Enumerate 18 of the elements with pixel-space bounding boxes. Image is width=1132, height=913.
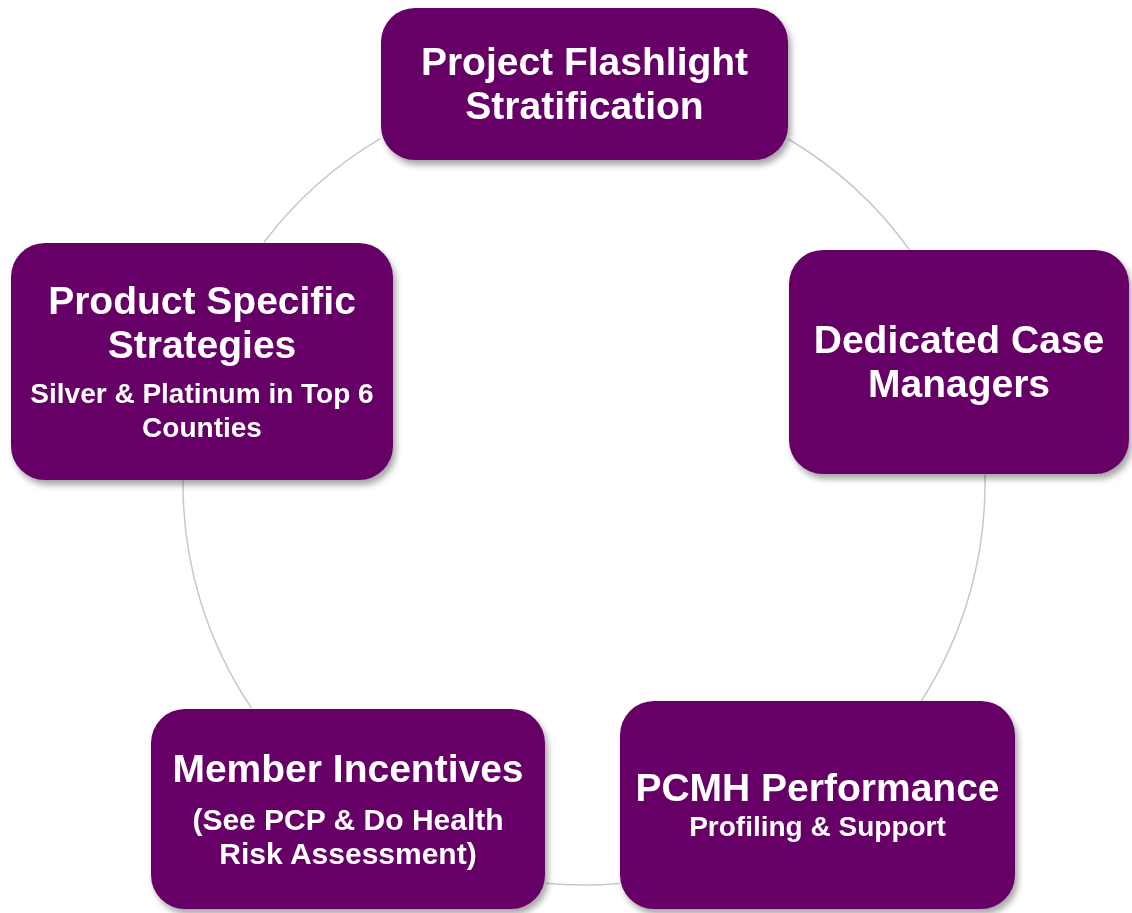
connector-line (263, 137, 382, 244)
connector-line (787, 138, 911, 251)
process-box (620, 701, 1015, 909)
box-title: Member Incentives (172, 747, 524, 791)
box-subtitle: (See PCP & Do Health Risk Assessment) (191, 803, 505, 871)
connector-line (544, 882, 621, 886)
connector-line (920, 473, 986, 702)
process-box (381, 8, 788, 160)
box-title: Product Specific Strategies (47, 278, 357, 367)
box-title: Dedicated Case Managers (812, 318, 1106, 406)
process-box (151, 709, 545, 909)
box-title: PCMH Performance (635, 766, 1000, 810)
connector-line (182, 479, 253, 710)
process-box (789, 250, 1129, 474)
box-title: Project Flashlight Stratification (419, 40, 750, 128)
box-subtitle: Silver & Platinum in Top 6 Counties (29, 376, 375, 445)
box-subtitle: Profiling & Support (689, 810, 946, 844)
process-box (11, 243, 393, 480)
